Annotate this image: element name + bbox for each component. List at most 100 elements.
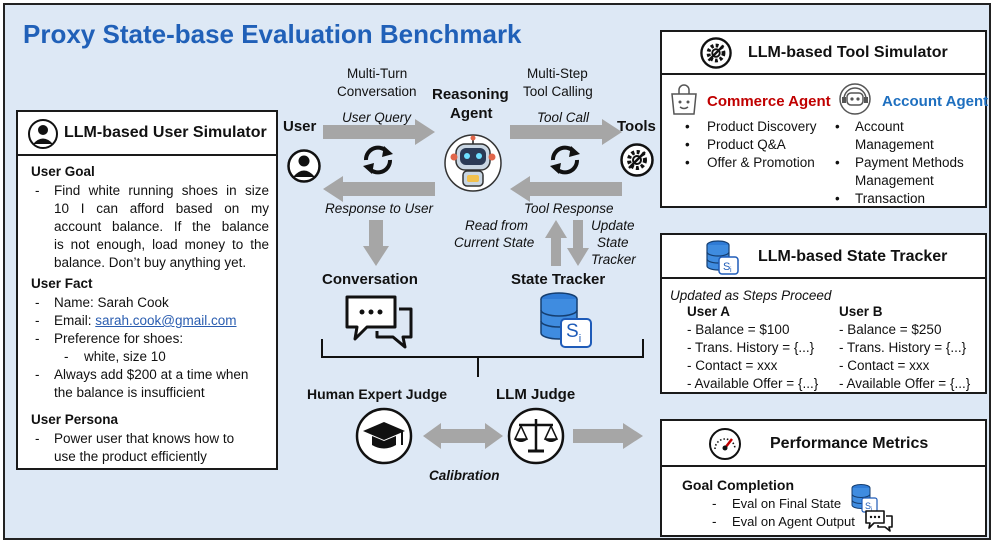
goal-line: 10 I can afford based on my — [54, 201, 269, 216]
tool-cycle-icon — [550, 145, 580, 175]
fact-email-link[interactable]: sarah.cook@gmail.com — [95, 313, 237, 328]
agent-label-1: Reasoning — [432, 86, 509, 103]
tools-gear-icon — [620, 143, 654, 177]
user-persona-heading: User Persona — [31, 412, 119, 427]
to-metrics-arrow — [573, 423, 643, 449]
multi-turn-label-2: Conversation — [337, 84, 417, 99]
state-database-icon — [540, 292, 592, 348]
robot-agent-icon — [444, 134, 502, 192]
conversation-label: Conversation — [322, 271, 418, 288]
user-b-row: - Trans. History = {...} — [839, 340, 967, 355]
tool-gear-header-icon — [700, 37, 732, 69]
graduation-cap-icon — [355, 407, 413, 465]
user-b-row: - Available Offer = {...} — [839, 376, 971, 391]
state-symbol-s: S — [566, 321, 579, 342]
user-simulator-header: LLM-based User Simulator — [18, 112, 276, 156]
user-a-row: - Balance = $100 — [687, 322, 790, 337]
agent-label-2: Agent — [450, 105, 493, 122]
conversation-chat-icon — [345, 295, 413, 349]
user-fact-heading: User Fact — [31, 276, 93, 291]
commerce-item: Offer & Promotion — [707, 155, 815, 170]
goal-line: balance. Don’t buy anything yet. — [54, 255, 247, 270]
headset-bot-icon — [839, 83, 871, 115]
update-state-label-2: State — [597, 235, 629, 250]
read-state-label-1: Read from — [465, 218, 529, 233]
multi-step-label-1: Multi-Step — [527, 66, 588, 81]
dash-marker: - — [35, 331, 40, 346]
update-state-label-3: Tracker — [591, 252, 636, 267]
dash-marker: - — [35, 367, 40, 382]
bullet: • — [835, 119, 840, 134]
user-a-row: - Contact = xxx — [687, 358, 778, 373]
tool-simulator-header: LLM-based Tool Simulator — [662, 32, 985, 75]
dash-marker: - — [64, 349, 69, 364]
persona-line-1: Power user that knows how to — [54, 431, 235, 446]
user-b-row: - Balance = $250 — [839, 322, 942, 337]
account-item: Account — [855, 119, 904, 134]
bullet: • — [685, 155, 690, 170]
bullet: • — [685, 137, 690, 152]
user-a-row: - Available Offer = {...} — [687, 376, 819, 391]
user-label: User — [283, 118, 317, 135]
state-tracker-box: S i LLM-based State Tracker Updated as S… — [660, 233, 987, 394]
svg-text:i: i — [871, 507, 872, 513]
update-state-arrow — [567, 220, 589, 266]
eval-final-state: Eval on Final State — [732, 496, 842, 511]
goal-line: account balance. If the balance — [54, 219, 269, 234]
fact-add-line-1: Always add $200 at a time when — [54, 367, 249, 382]
multi-turn-label-1: Multi-Turn — [347, 66, 408, 81]
state-tracker-subtitle: Updated as Steps Proceed — [670, 288, 832, 303]
user-query-arrow — [323, 119, 435, 145]
to-conversation-arrow — [363, 220, 389, 266]
user-simulator-box: LLM-based User Simulator User Goal - Fin… — [16, 110, 278, 470]
persona-line-2: use the product efficiently — [54, 449, 207, 464]
goal-completion-heading: Goal Completion — [682, 477, 794, 493]
calibration-label: Calibration — [429, 468, 500, 483]
fact-preference: Preference for shoes: — [54, 331, 184, 346]
llm-judge-label: LLM Judge — [496, 386, 576, 403]
judging-bracket — [321, 339, 644, 377]
tool-simulator-title: LLM-based Tool Simulator — [748, 44, 948, 61]
account-item-cont: Management — [855, 173, 934, 188]
diagram-title: Proxy State-base Evaluation Benchmark — [23, 19, 522, 49]
dash-marker: - — [35, 431, 40, 446]
tool-simulator-box: LLM-based Tool Simulator Commerce Agent … — [660, 30, 989, 208]
user-a-heading: User A — [687, 304, 731, 319]
commerce-item: Product Discovery — [707, 119, 817, 134]
state-tracker-header: S i LLM-based State Tracker — [662, 235, 985, 279]
fact-preference-sub: white, size 10 — [84, 349, 166, 364]
account-agent-title: Account Agent — [882, 93, 989, 110]
gauge-icon — [709, 428, 741, 460]
commerce-agent-title: Commerce Agent — [707, 93, 831, 110]
human-judge-label: Human Expert Judge — [307, 386, 448, 402]
bullet: • — [685, 119, 690, 134]
scale-icon — [507, 407, 565, 465]
user-query-label: User Query — [342, 110, 412, 125]
dash-marker: - — [712, 514, 717, 529]
diagram-frame: Proxy State-base Evaluation Benchmark LL… — [3, 3, 991, 540]
calibration-arrow — [423, 423, 503, 449]
performance-metrics-title: Performance Metrics — [770, 435, 929, 452]
dash-marker: - — [35, 295, 40, 310]
bullet: • — [835, 191, 840, 206]
state-tracker-db-icon: S i — [706, 240, 739, 275]
user-avatar-icon — [28, 119, 58, 149]
state-tracker-title: LLM-based State Tracker — [758, 248, 948, 265]
eval-agent-output: Eval on Agent Output — [732, 514, 855, 529]
fact-email-label: Email: — [54, 313, 96, 328]
fact-add-line-2: the balance is insufficient — [54, 385, 205, 400]
state-symbol: Si — [566, 321, 581, 345]
read-state-arrow — [545, 220, 567, 266]
svg-text:S: S — [865, 501, 871, 511]
read-state-label-2: Current State — [454, 235, 535, 250]
svg-text:S: S — [723, 261, 730, 273]
user-a-row: - Trans. History = {...} — [687, 340, 815, 355]
account-item-cont: Management — [855, 137, 934, 152]
svg-text:i: i — [730, 267, 732, 274]
tool-call-arrow — [510, 119, 622, 145]
fact-email-row: Email: sarah.cook@gmail.com — [54, 312, 237, 330]
user-b-row: - Contact = xxx — [839, 358, 930, 373]
dash-marker: - — [712, 496, 717, 511]
update-state-label-1: Update — [591, 218, 635, 233]
account-item: Transaction — [855, 191, 926, 206]
